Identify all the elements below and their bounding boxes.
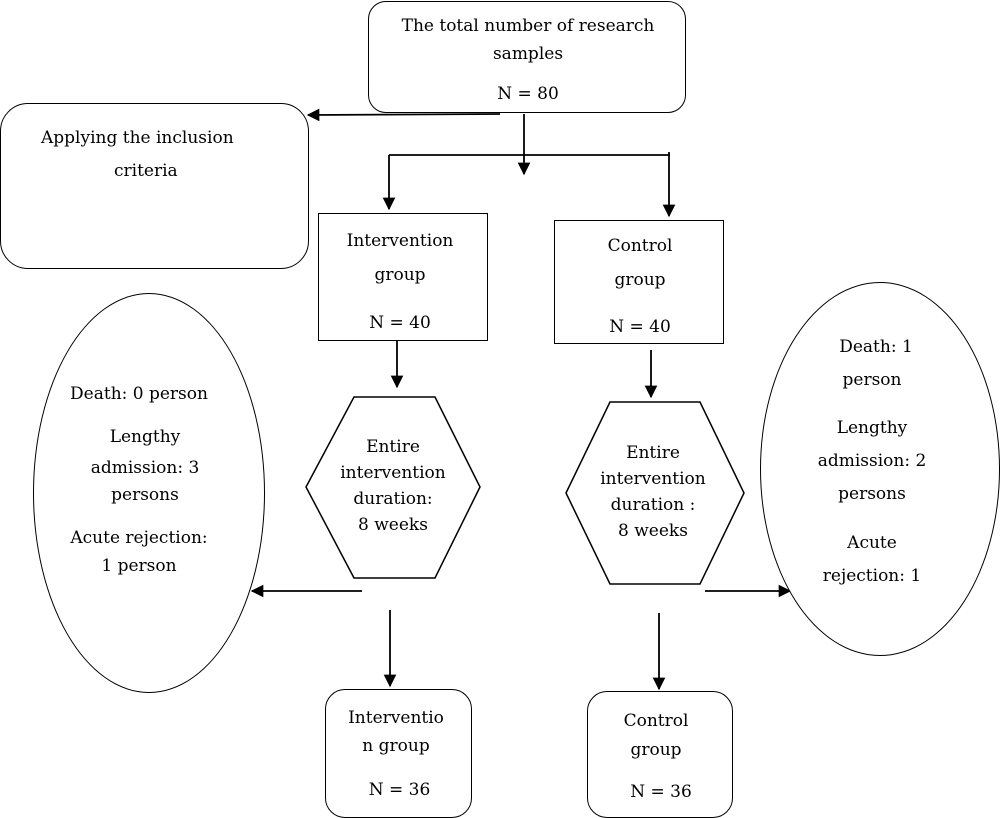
control-final-box: Control group N = 36 [587,691,733,818]
intervention-dropouts-line5: Acute rejection: [70,528,208,548]
total-samples-count: N = 80 [497,84,559,104]
control-group-line2: group [614,270,666,290]
total-samples-label-line1: The total number of research [401,16,655,36]
control-final-line1: Control [623,711,689,731]
intervention-duration-line3: duration: [353,489,433,509]
intervention-duration-line4: 8 weeks [358,515,428,535]
intervention-duration-hexagon [305,396,481,579]
intervention-dropouts-line2: Lengthy [109,427,181,447]
intervention-final-line1: Interventio [348,708,444,728]
intervention-dropouts-line4: persons [111,485,179,505]
control-duration-line2: intervention [600,469,706,489]
intervention-final-line2: n group [362,736,430,756]
inclusion-criteria-line2: criteria [114,161,178,181]
intervention-group-box: Intervention group N = 40 [318,213,488,341]
inclusion-criteria-line1: Applying the inclusion [41,128,234,148]
control-group-count: N = 40 [609,317,671,337]
control-dropouts-line5: persons [838,484,906,504]
control-dropouts-line4: admission: 2 [817,451,927,471]
intervention-dropouts-line1: Death: 0 person [70,384,208,404]
control-duration-line1: Entire [626,443,680,463]
inclusion-criteria-box: Applying the inclusion criteria [0,103,309,269]
intervention-dropouts-oval: Death: 0 person Lengthy admission: 3 per… [33,293,265,693]
control-duration-line4: 8 weeks [618,521,688,541]
control-final-count: N = 36 [630,782,692,802]
intervention-duration-line1: Entire [366,437,420,457]
intervention-duration-line2: intervention [340,463,446,483]
intervention-final-count: N = 36 [368,780,431,800]
intervention-dropouts-line6: 1 person [101,556,177,576]
total-samples-box: The total number of research samples N =… [368,1,686,113]
control-duration-line3: duration : [610,495,696,515]
control-dropouts-oval: Death: 1 person Lengthy admission: 2 per… [760,282,1000,656]
total-samples-label-line2: samples [492,44,564,64]
intervention-group-line1: Intervention [346,231,454,251]
control-final-line2: group [630,740,682,760]
control-group-line1: Control [607,236,673,256]
control-dropouts-line1: Death: 1 [839,337,913,357]
arrow-to-inclusion [306,108,501,122]
intervention-group-count: N = 40 [369,313,431,333]
intervention-final-box: Interventio n group N = 36 [325,689,472,818]
control-dropouts-line3: Lengthy [836,418,908,438]
control-group-box: Control group N = 40 [554,220,724,344]
control-dropouts-line6: Acute [847,533,897,553]
intervention-group-line2: group [374,265,426,285]
control-dropouts-line2: person [842,370,902,390]
intervention-dropouts-line3: admission: 3 [90,458,200,478]
control-duration-hexagon [565,401,745,585]
control-dropouts-line7: rejection: 1 [822,566,922,586]
